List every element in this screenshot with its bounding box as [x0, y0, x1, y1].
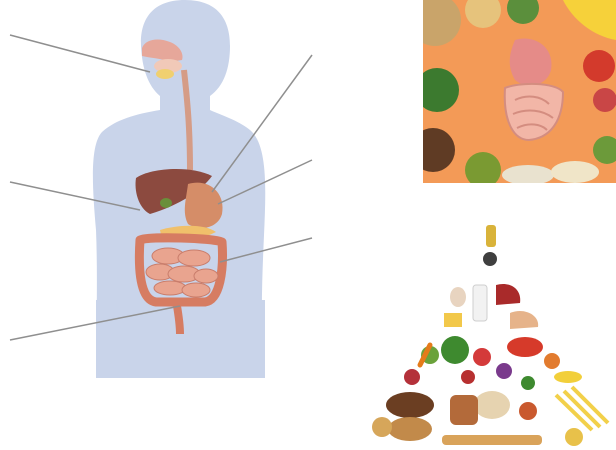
food-pyramid-icon	[372, 225, 608, 446]
digestive-organs-with-food-image	[423, 0, 616, 183]
pointer-line-mouth	[10, 35, 150, 72]
gallbladder-icon	[160, 198, 172, 208]
digestive-system-diagram	[0, 0, 330, 390]
rectum-icon	[176, 300, 180, 334]
small-intestine-icon	[146, 248, 218, 297]
food-pyramid-image	[360, 215, 616, 450]
